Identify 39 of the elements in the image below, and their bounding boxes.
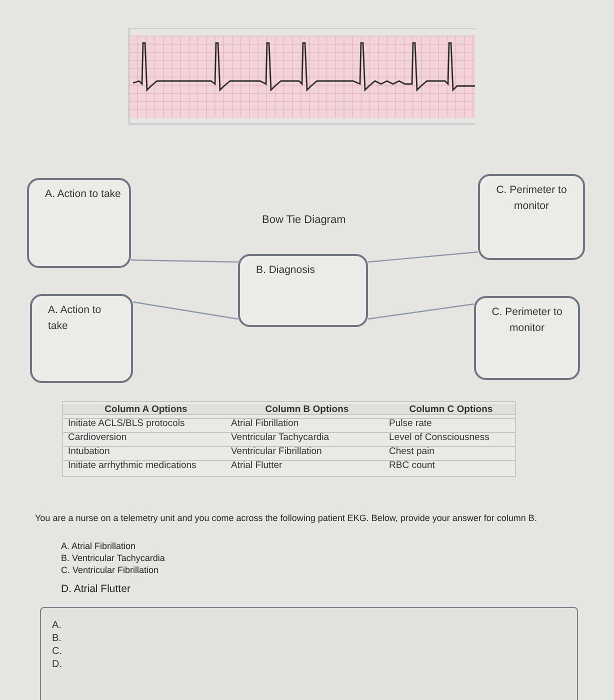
table-cell-text: RBC count xyxy=(389,459,436,472)
connector-line xyxy=(368,251,478,263)
rounded-box xyxy=(27,178,131,268)
connector-line xyxy=(130,259,238,263)
box-label: C. Perimeter to monitor xyxy=(495,183,568,214)
box-label: B. Diagnosis xyxy=(255,263,316,278)
connector-line xyxy=(368,303,474,320)
table-cell-text: Atrial Fibrillation xyxy=(231,417,300,430)
table-cell-text: Intubation xyxy=(68,445,111,458)
rounded-box xyxy=(474,296,580,380)
answer-option: D. Atrial Flutter xyxy=(61,582,130,598)
box-label: A. Action to take xyxy=(47,303,102,334)
table-cell-text: Pulse rate xyxy=(389,417,433,430)
table-cell-text: Initiate arrhythmic medications xyxy=(68,459,198,472)
rounded-box xyxy=(238,254,368,327)
connector-line xyxy=(132,301,238,320)
answer-letter: A. xyxy=(52,620,62,632)
table-cell-text: Ventricular Fibrillation xyxy=(231,445,323,458)
table-cell-text: Ventricular Tachycardia xyxy=(231,431,330,444)
column-header: Column B Options xyxy=(264,403,350,416)
table-cell-text: Atrial Flutter xyxy=(231,459,284,472)
rounded-box xyxy=(478,174,585,260)
rounded-box xyxy=(30,294,133,383)
answer-option: B. Ventricular Tachycardia xyxy=(61,552,165,566)
table-cell-text: Initiate ACLS/BLS protocols xyxy=(68,417,186,430)
question-text: You are a nurse on a telemetry unit and you come across the following patient EKG. Below, provide your answer for column B. xyxy=(35,513,538,524)
box-label: A. Action to take xyxy=(44,187,121,202)
table-cell-text: Level of Consciousness xyxy=(389,431,490,444)
answer-option: A. Atrial Fibrillation xyxy=(61,540,136,554)
answer-letter: C. xyxy=(52,646,62,658)
column-header: Column C Options xyxy=(408,403,494,416)
answer-letter: B. xyxy=(52,633,62,645)
table-cell-text: Cardioversion xyxy=(68,431,128,444)
table-cell-text: Chest pain xyxy=(389,445,436,458)
diagram-title: Bow Tie Diagram xyxy=(262,213,346,228)
box-label: C. Perimeter to monitor xyxy=(490,305,564,336)
column-header: Column A Options xyxy=(104,403,188,416)
answer-option: C. Ventricular Fibrillation xyxy=(61,564,159,578)
answer-letter: D. xyxy=(52,659,62,671)
